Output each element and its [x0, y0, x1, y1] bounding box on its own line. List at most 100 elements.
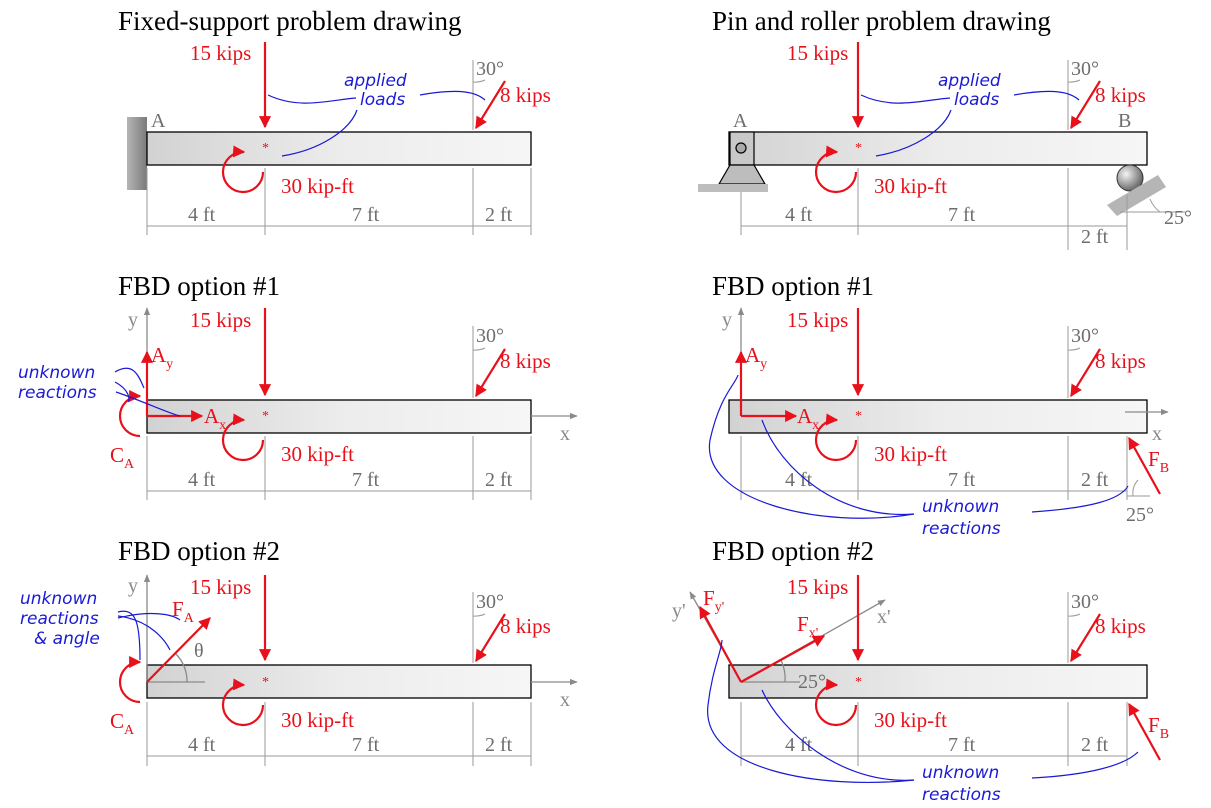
annotation-unknown: unknown: [922, 497, 999, 517]
inclined-load-label: 8 kips: [500, 83, 551, 107]
roller-incline: [1107, 175, 1166, 216]
annotation-reactions: reactions: [18, 383, 97, 403]
annotation-leader-1: [707, 639, 915, 784]
dim-label-7ft: 7 ft: [352, 469, 380, 491]
inclined-load-label: 8 kips: [1095, 614, 1146, 638]
moment-label: 30 kip-ft: [281, 174, 354, 198]
annotation-reactions: reactions: [922, 519, 1001, 539]
dim-label-4ft: 4 ft: [785, 469, 813, 491]
annotation-leader-1: [114, 367, 145, 389]
roller-angle-arc: [1149, 198, 1161, 213]
annotation-leader-1: [708, 374, 915, 519]
x-axis-label: x: [560, 689, 570, 711]
axis-angle-label: 25°: [798, 671, 826, 693]
centroid-marker: *: [855, 409, 862, 424]
x-prime-axis-label: x': [877, 606, 891, 628]
moment-arrow: [814, 678, 858, 727]
panel-pin-roller: Pin and roller problem drawing A B 25° 1…: [698, 6, 1192, 250]
panel-pin-fbd2: FBD option #2 x' y' 25° Fx' Fy' FB 15 ki…: [672, 536, 1169, 805]
point-a-label: A: [151, 110, 166, 132]
centroid-marker: *: [262, 675, 269, 690]
annotation-loads: loads: [954, 90, 999, 110]
panel-title-pin-roller: Pin and roller problem drawing: [712, 6, 1051, 36]
moment-arrow: [221, 145, 265, 194]
annotation-leader-3: [1031, 485, 1129, 513]
angle-arc: [472, 347, 486, 351]
point-b-label: B: [1118, 110, 1131, 132]
panel-title-fbd1: FBD option #1: [118, 271, 280, 301]
reaction-ay-label: Ay: [745, 343, 767, 372]
incline-angle-label: 30°: [1071, 325, 1099, 347]
inclined-load-label: 8 kips: [1095, 349, 1146, 373]
annotation-leader-3: [1013, 90, 1080, 101]
dim-label-4ft: 4 ft: [188, 469, 216, 491]
moment-arrow: [814, 145, 858, 194]
beam: [728, 131, 1148, 166]
dim-label-4ft: 4 ft: [785, 204, 813, 226]
inclined-load-label: 8 kips: [500, 349, 551, 373]
x-axis-label: x: [560, 423, 570, 445]
centroid-marker: *: [262, 409, 269, 424]
reaction-fyp-label: Fy': [703, 586, 724, 615]
annotation-applied: applied: [938, 71, 1001, 91]
moment-arrow: [814, 413, 858, 462]
annotation-leader-2: [114, 381, 130, 403]
reaction-ca-arrow: [118, 389, 142, 438]
angle-arc: [472, 613, 486, 617]
moment-label: 30 kip-ft: [281, 708, 354, 732]
panel-pin-fbd1: FBD option #1 y x Ay Ax FB 25° 15 kips *…: [708, 271, 1169, 539]
inclined-load-label: 8 kips: [1095, 83, 1146, 107]
annotation-leader-2: [281, 109, 358, 157]
inclined-load-arrow: [475, 348, 506, 398]
moment-label: 30 kip-ft: [281, 442, 354, 466]
theta-label: θ: [194, 640, 204, 662]
annotation-leader-3: [419, 90, 486, 101]
reaction-ca-label: CA: [110, 709, 135, 738]
dim-label-4ft: 4 ft: [785, 734, 813, 756]
dim-label-7ft: 7 ft: [948, 204, 976, 226]
annotation-reactions: reactions: [922, 785, 1001, 805]
annotation-leader-3: [115, 391, 181, 417]
y-prime-axis-label: y': [672, 600, 686, 622]
annotation-reactions: reactions: [20, 609, 99, 629]
dim-label-4ft: 4 ft: [188, 204, 216, 226]
ground: [698, 184, 768, 192]
annotation-unknown: unknown: [922, 763, 999, 783]
annotation-unknown: unknown: [18, 363, 95, 383]
annotation-and-angle: & angle: [34, 629, 100, 649]
reaction-fb-label: FB: [1148, 713, 1169, 742]
y-axis-label: y: [128, 309, 138, 331]
roller-angle-label: 25°: [1164, 207, 1192, 229]
incline-angle-label: 30°: [1071, 58, 1099, 80]
angle-arc: [1067, 347, 1081, 351]
x-axis-label: x: [1152, 423, 1162, 445]
reaction-ax-label: Ax: [204, 404, 226, 433]
annotation-leader-1: [267, 94, 357, 104]
moment-label: 30 kip-ft: [874, 442, 947, 466]
panel-fixed-fbd1: FBD option #1 y x Ay Ax CA unknown react…: [18, 271, 578, 500]
y-axis-label: y: [128, 575, 138, 597]
annotation-leader-2: [117, 615, 171, 651]
point-load-label: 15 kips: [787, 41, 848, 65]
inclined-load-arrow: [1070, 80, 1101, 130]
annotation-leader-1: [860, 94, 951, 104]
panel-title-fixed: Fixed-support problem drawing: [118, 6, 461, 36]
incline-angle-label: 30°: [476, 58, 504, 80]
dim-label-7ft: 7 ft: [948, 734, 976, 756]
incline-angle-label: 30°: [476, 325, 504, 347]
dim-label-2ft: 2 ft: [485, 734, 513, 756]
reaction-fxp-arrow: [740, 635, 826, 683]
annotation-leader-3: [117, 612, 181, 621]
annotation-leader-2: [875, 109, 952, 157]
reaction-ay-label: Ay: [151, 343, 173, 372]
beam: [146, 131, 532, 166]
point-load-label: 15 kips: [190, 308, 251, 332]
centroid-marker: *: [855, 675, 862, 690]
dim-label-2ft: 2 ft: [1081, 734, 1109, 756]
dim-label-2ft: 2 ft: [485, 204, 513, 226]
reaction-fb-arrow: [1128, 702, 1161, 761]
point-load-label: 15 kips: [190, 41, 251, 65]
incline-angle-label: 30°: [476, 591, 504, 613]
angle-arc: [1067, 613, 1081, 617]
